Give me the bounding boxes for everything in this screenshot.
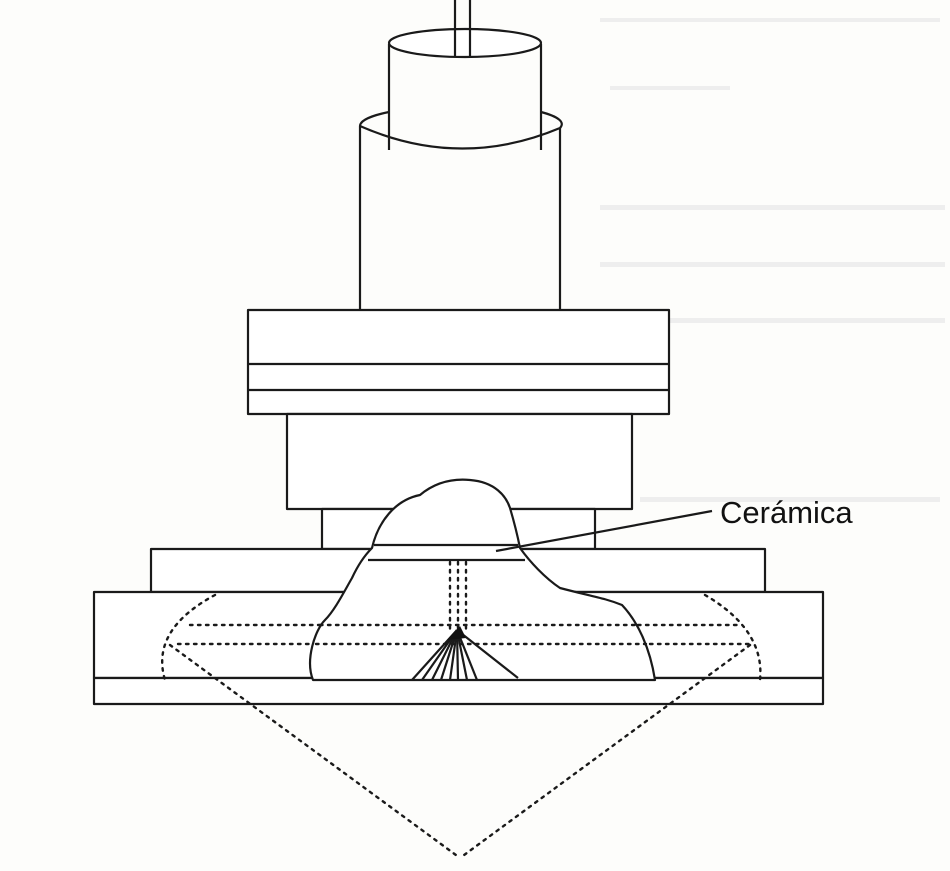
lower-cylinder [358, 110, 563, 310]
callout-leader-line [495, 509, 713, 553]
dotted-horizontals-in-sample [314, 623, 648, 646]
ceramic-sample [309, 478, 657, 682]
dotted-left-arc [160, 593, 217, 682]
bleed-line-4 [600, 262, 945, 267]
dotted-right-arc [703, 593, 762, 682]
bleed-line-2 [610, 86, 730, 90]
focal-point [447, 626, 466, 640]
upper-cylinder [387, 27, 543, 150]
bleed-line-5 [600, 318, 945, 323]
ceramic-label: Cerámica [720, 495, 853, 530]
bleed-line-1 [600, 18, 940, 22]
clamp-block [246, 308, 671, 416]
ray-fan [411, 626, 519, 681]
bleed-line-3 [600, 205, 945, 210]
bleed-through-text [600, 18, 945, 502]
bleed-line-6 [640, 497, 940, 502]
base-plate [92, 676, 825, 706]
dotted-verticals-in-sample [448, 560, 468, 632]
